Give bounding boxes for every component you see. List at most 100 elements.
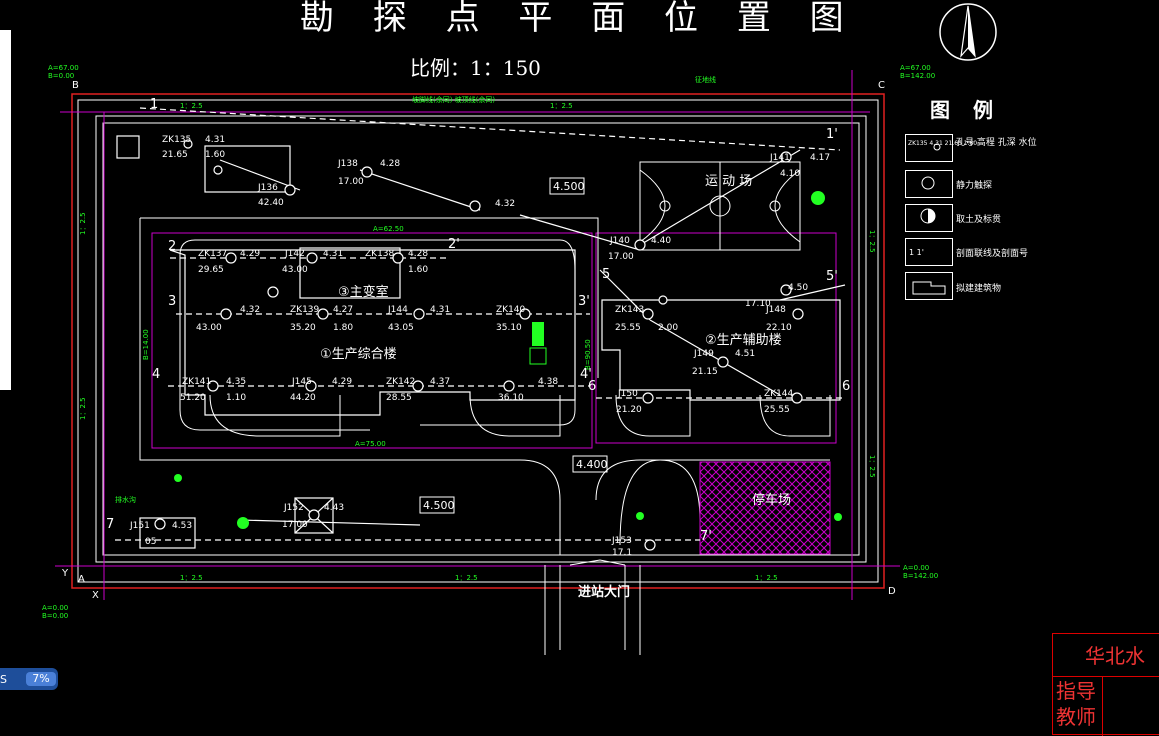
title-block-name: 华北水 xyxy=(1085,644,1145,668)
svg-text:5': 5' xyxy=(826,269,838,284)
svg-text:7: 7 xyxy=(106,517,114,532)
substation-label: ③主变室 xyxy=(338,284,389,300)
svg-text:2': 2' xyxy=(448,237,460,252)
tree-icons xyxy=(174,191,842,529)
svg-text:44.20: 44.20 xyxy=(290,393,316,403)
svg-text:J144: J144 xyxy=(387,305,408,315)
svg-text:25.55: 25.55 xyxy=(615,323,641,333)
svg-text:05: 05 xyxy=(145,537,156,547)
top-note: 坡脚线(余同) 坡顶线(余同) xyxy=(412,95,495,104)
svg-text:1：2.5: 1：2.5 xyxy=(868,455,876,478)
svg-text:J149: J149 xyxy=(693,349,714,359)
aux-building-label: ②生产辅助楼 xyxy=(705,333,782,348)
svg-text:1：2.5: 1：2.5 xyxy=(180,574,203,582)
svg-text:A=0.00: A=0.00 xyxy=(903,564,929,572)
svg-text:J148: J148 xyxy=(765,305,786,315)
svg-text:ZK139: ZK139 xyxy=(290,305,320,315)
svg-text:1.60: 1.60 xyxy=(408,265,428,275)
legend-box-building xyxy=(905,272,953,300)
svg-text:17.10: 17.10 xyxy=(745,299,771,309)
svg-text:J150: J150 xyxy=(617,389,638,399)
main-building-outline xyxy=(169,249,576,416)
svg-text:4.37: 4.37 xyxy=(430,377,450,387)
svg-text:17.00: 17.00 xyxy=(282,520,308,530)
svg-text:ZK142: ZK142 xyxy=(386,377,415,387)
svg-text:J140: J140 xyxy=(609,236,630,246)
svg-text:4.32: 4.32 xyxy=(240,305,260,315)
svg-text:6: 6 xyxy=(588,379,596,394)
svg-text:4.31: 4.31 xyxy=(205,135,225,145)
elevation-2: 4.500 xyxy=(423,499,455,512)
svg-text:J152: J152 xyxy=(283,503,304,513)
svg-text:B=0.00: B=0.00 xyxy=(42,612,68,620)
legend-symbols xyxy=(912,143,946,295)
svg-text:22.10: 22.10 xyxy=(766,323,792,333)
svg-text:17.00: 17.00 xyxy=(608,252,634,262)
svg-text:4.28: 4.28 xyxy=(380,159,400,169)
svg-text:29.65: 29.65 xyxy=(198,265,224,275)
svg-text:21.65: 21.65 xyxy=(162,150,188,160)
svg-text:1': 1' xyxy=(826,127,838,142)
legend-label-section: 剖面联线及剖面号 xyxy=(956,249,1029,259)
svg-text:6: 6 xyxy=(842,379,850,394)
svg-text:ZK137: ZK137 xyxy=(198,249,227,259)
svg-text:J141: J141 xyxy=(769,153,790,163)
svg-text:J136: J136 xyxy=(257,183,278,193)
svg-text:4.29: 4.29 xyxy=(332,377,352,387)
svg-text:A=0.00: A=0.00 xyxy=(42,604,68,612)
sports-label: 运 动 场 xyxy=(705,174,752,189)
legend-label-sampling: 取土及标贯 xyxy=(956,215,1002,225)
red-line-label: 征地线 xyxy=(695,75,716,84)
svg-text:4.38: 4.38 xyxy=(538,377,558,387)
slope-toe-line xyxy=(95,115,867,563)
aux-building-outline xyxy=(601,299,841,401)
svg-text:3': 3' xyxy=(578,294,590,309)
svg-text:43.00: 43.00 xyxy=(282,265,308,275)
dim-b2: B=90.50 xyxy=(584,339,592,370)
zoom-level: 7% xyxy=(26,672,56,686)
svg-text:1：2.5: 1：2.5 xyxy=(755,574,778,582)
svg-text:2.00: 2.00 xyxy=(658,323,678,333)
legend-label-building: 拟建建筑物 xyxy=(956,284,1002,294)
parking-label: 停车场 xyxy=(752,492,791,508)
svg-text:43.00: 43.00 xyxy=(196,323,222,333)
svg-text:J145: J145 xyxy=(291,377,312,387)
gate-label: 进站大门 xyxy=(578,584,630,600)
green-marker xyxy=(532,322,544,346)
drawing-scale: 比例：1：150 xyxy=(410,56,541,80)
svg-text:1：2.5: 1：2.5 xyxy=(868,230,876,253)
svg-text:36.10: 36.10 xyxy=(498,393,524,403)
svg-text:1.10: 1.10 xyxy=(226,393,246,403)
drawing-title: 勘 探 点 平 面 位 置 图 xyxy=(300,0,858,38)
small-building-outline xyxy=(204,145,291,193)
svg-text:ZK140: ZK140 xyxy=(496,305,526,315)
drain-label: 排水沟 xyxy=(115,495,136,504)
left-toolbar-strip[interactable] xyxy=(0,30,11,390)
svg-text:35.20: 35.20 xyxy=(290,323,316,333)
svg-text:B=142.00: B=142.00 xyxy=(900,72,935,80)
zoom-indicator[interactable]: S 7% xyxy=(0,668,58,690)
outer-boundary xyxy=(77,99,879,583)
svg-text:B: B xyxy=(72,80,79,91)
zoom-icon: S xyxy=(0,673,7,686)
svg-text:43.05: 43.05 xyxy=(388,323,414,333)
svg-text:ZK138: ZK138 xyxy=(365,249,395,259)
svg-text:ZK135: ZK135 xyxy=(162,135,191,145)
svg-text:4.31: 4.31 xyxy=(323,249,343,259)
svg-text:D: D xyxy=(888,586,896,597)
svg-text:42.40: 42.40 xyxy=(258,198,284,208)
svg-text:4.27: 4.27 xyxy=(333,305,353,315)
svg-text:1: 1 xyxy=(150,97,158,112)
svg-text:28.55: 28.55 xyxy=(386,393,412,403)
svg-text:Y: Y xyxy=(61,568,69,579)
legend-box-cpt xyxy=(905,170,953,198)
svg-text:4.31: 4.31 xyxy=(430,305,450,315)
svg-text:ZK141: ZK141 xyxy=(182,377,211,387)
svg-text:A=67.00: A=67.00 xyxy=(48,64,79,72)
svg-text:51.20: 51.20 xyxy=(180,393,206,403)
svg-text:4.17: 4.17 xyxy=(810,153,830,163)
legend-box-borehole: ZK135 4.31 21.65 1.60 xyxy=(905,134,977,162)
svg-text:1.80: 1.80 xyxy=(333,323,353,333)
svg-text:X: X xyxy=(92,590,99,601)
